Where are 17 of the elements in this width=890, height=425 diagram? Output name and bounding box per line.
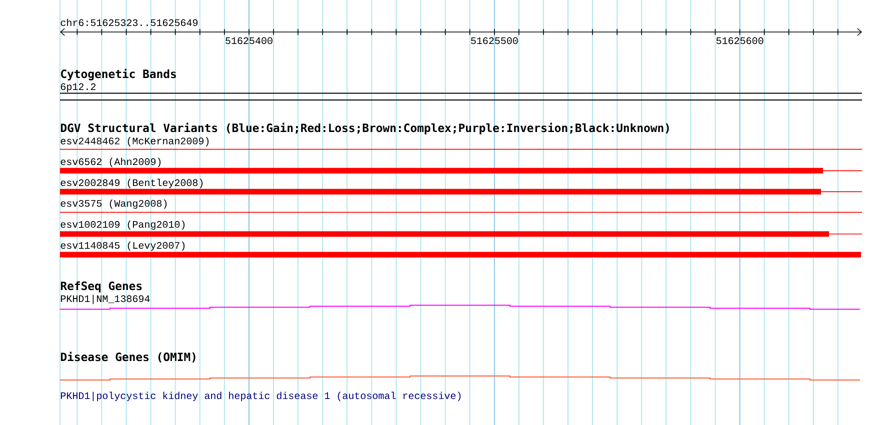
track-title: RefSeq Genes xyxy=(60,281,142,292)
disease-link: PKHD1|polycystic kidney and hepatic disease 1 (autosomal recessive) xyxy=(60,392,461,402)
gene-label: PKHD1|NM_138694 xyxy=(60,294,150,304)
coordinate-label: chr6:51625323..51625649 xyxy=(60,18,198,26)
tick-label: 51625400 xyxy=(226,37,272,44)
tick-label: 51625600 xyxy=(716,37,764,44)
tick-label: 51625500 xyxy=(471,37,518,44)
variant-label: esv1140845 (Levy2007) xyxy=(60,241,185,251)
band-label: 6p12.2 xyxy=(60,83,96,92)
variant-label: esv2002849 (Bentley2008) xyxy=(60,178,203,188)
variant-label: esv6562 (Ahn2009) xyxy=(60,158,161,168)
track-title: Cytogenetic Bands xyxy=(61,68,176,80)
variant-label: esv1002109 (Pang2010) xyxy=(60,220,185,230)
variant-label: esv3575 (Wang2008) xyxy=(60,199,167,209)
track-title: Disease Genes (OMIM) xyxy=(60,352,196,362)
variant-label: esv2448462 (McKernan2009) xyxy=(60,137,209,146)
track-title: DGV Structural Variants (Blue:Gain;Red:Loss;Brown:Complex;Purple:Inversion;Black:Unknown) xyxy=(60,122,669,134)
